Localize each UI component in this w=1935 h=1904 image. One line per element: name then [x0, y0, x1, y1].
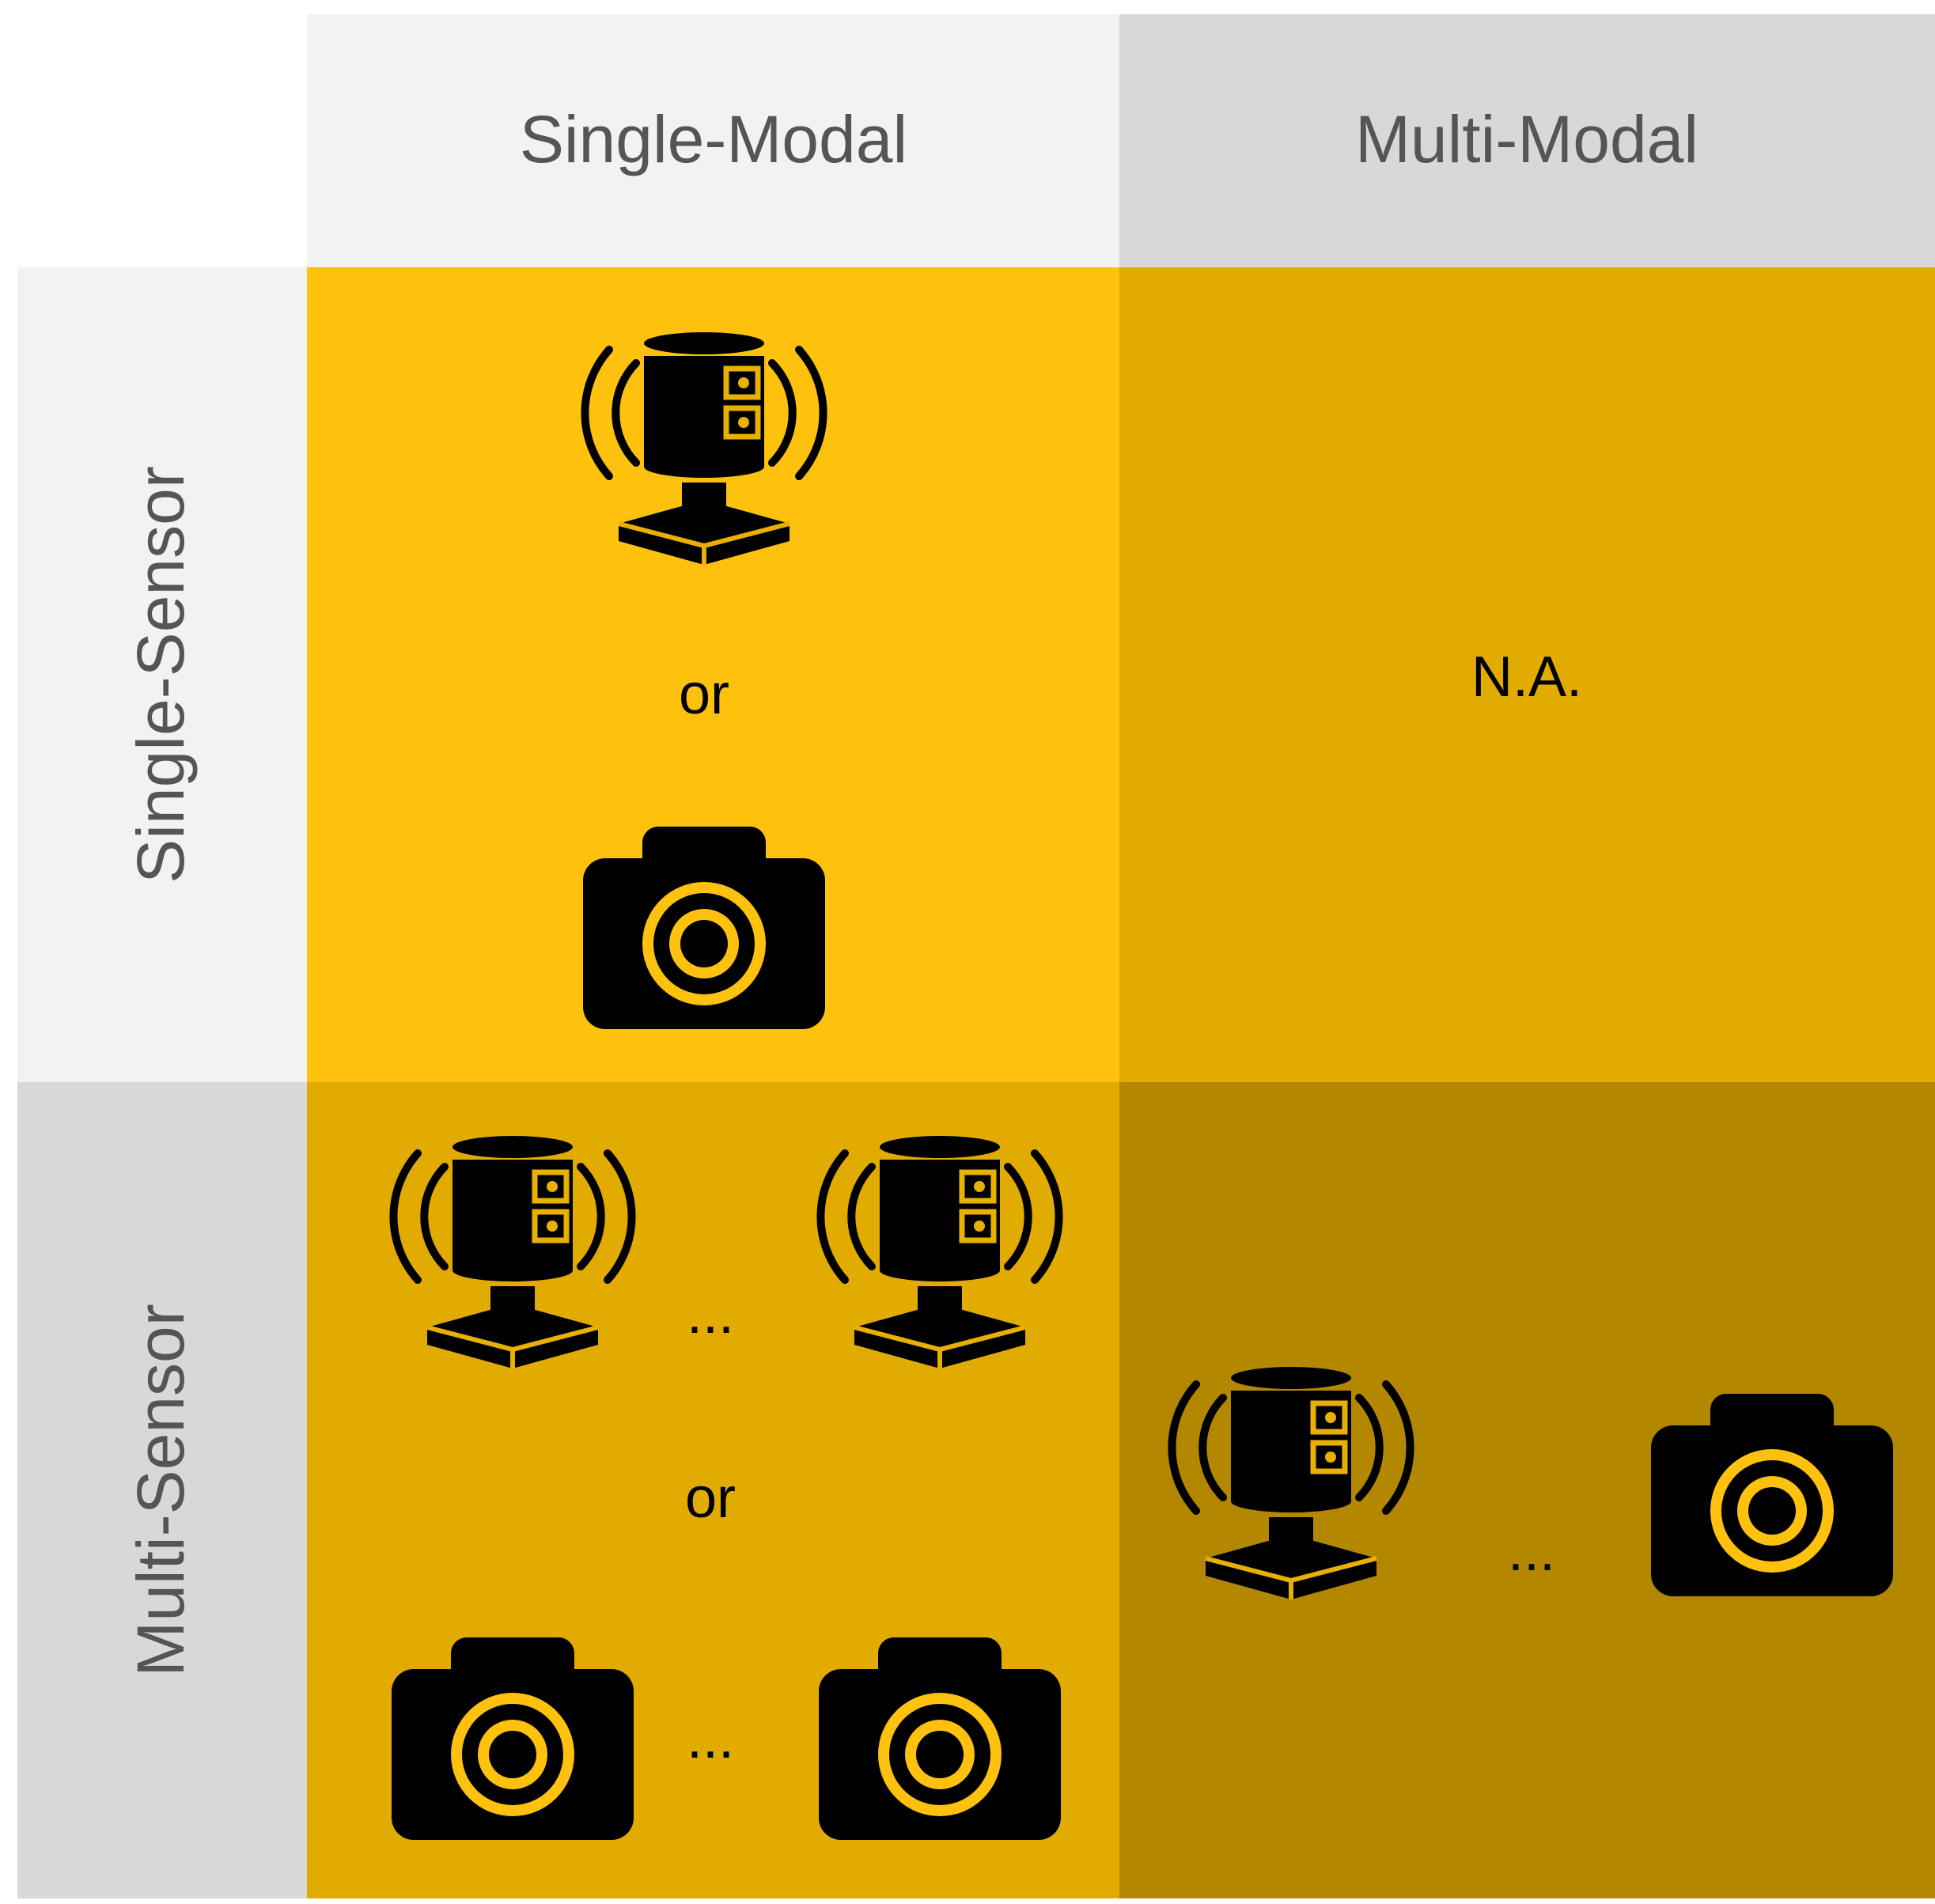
ellipsis: ... [1508, 1520, 1555, 1583]
row-header-multi-sensor [17, 1082, 307, 1898]
or-separator: or [685, 1467, 736, 1530]
ellipsis-lidar: ... [687, 1282, 734, 1346]
column-label-multi-modal: Multi-Modal [1355, 102, 1698, 176]
row-header-single-sensor [17, 267, 307, 1082]
cell-single-sensor-multi-modal [1119, 267, 1935, 1082]
column-header-single-modal [307, 14, 1119, 267]
row-label-single-sensor: Single-Sensor [123, 466, 198, 884]
column-label-single-modal: Single-Modal [520, 102, 907, 176]
or-separator: or [679, 663, 729, 726]
not-applicable-text: N.A. [1471, 645, 1582, 709]
column-header-multi-modal [1119, 14, 1935, 267]
ellipsis-camera: ... [687, 1707, 734, 1770]
row-label-multi-sensor: Multi-Sensor [123, 1304, 198, 1676]
